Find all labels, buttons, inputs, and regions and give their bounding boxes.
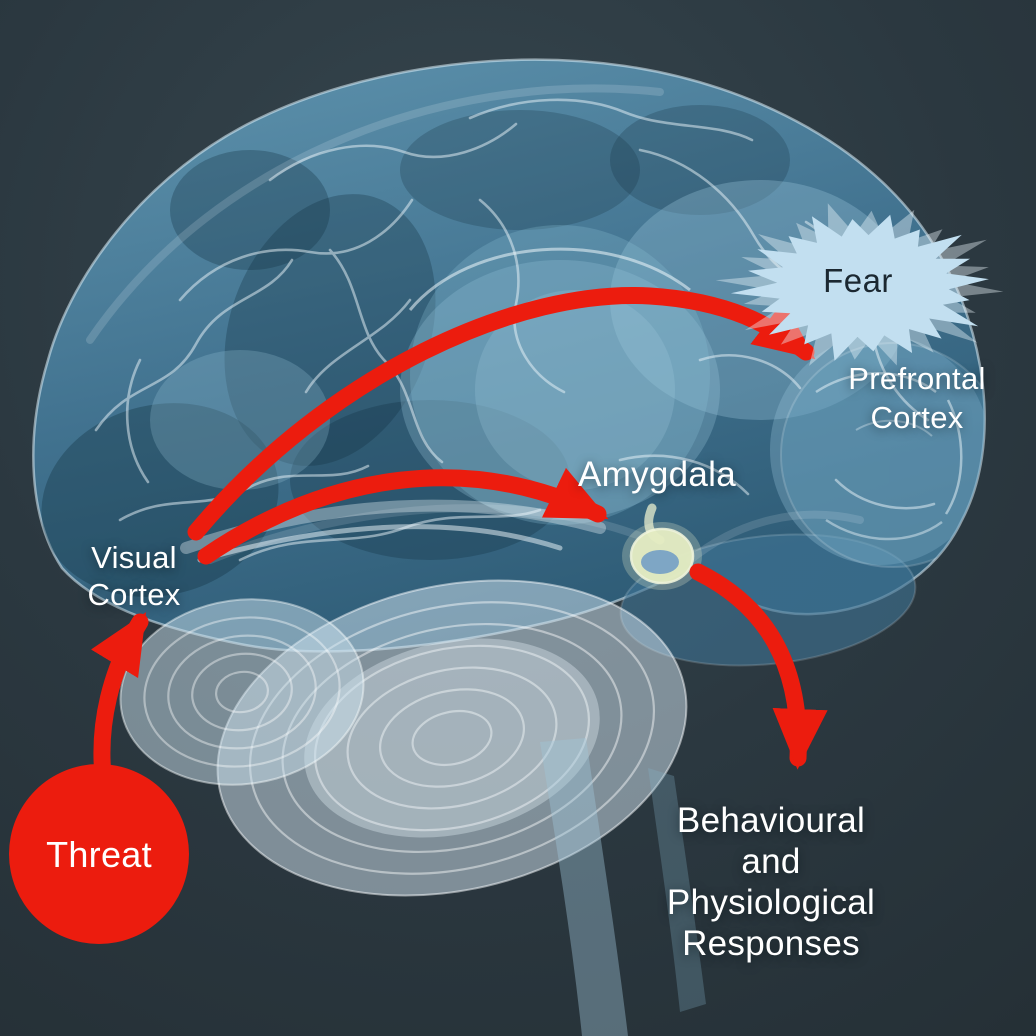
visual-cortex-line1: Visual xyxy=(91,540,177,575)
brainstem xyxy=(540,738,706,1036)
responses-line4: Responses xyxy=(682,924,860,963)
central-structure-rim xyxy=(408,247,691,311)
fear-burst-shape xyxy=(730,214,989,361)
arrow-visual-cortex-to-prefrontal xyxy=(187,286,816,541)
visual-cortex-line2: Cortex xyxy=(87,577,181,612)
fear-label: Fear xyxy=(823,262,893,300)
arrow-visual-cortex-to-amygdala xyxy=(197,467,609,565)
fear-burst xyxy=(715,203,1004,366)
amygdala-label: Amygdala xyxy=(578,455,736,495)
responses-line1: Behavioural xyxy=(676,801,866,840)
amygdala-label-text: Amygdala xyxy=(577,455,737,494)
fear-label-text: Fear xyxy=(823,262,893,299)
prefrontal-line1: Prefrontal xyxy=(848,361,986,396)
brain-shadow-patches xyxy=(41,105,790,597)
prefrontal-line2: Cortex xyxy=(870,400,964,435)
prefrontal-cortex-label: Prefrontal Cortex xyxy=(848,359,985,437)
threat-label: Threat xyxy=(46,834,152,876)
visual-cortex-label: Visual Cortex xyxy=(87,539,180,613)
arrow-amygdala-to-responses xyxy=(689,563,828,770)
central-structure-core xyxy=(475,290,675,490)
cerebellum-left-lobe xyxy=(119,598,365,786)
amygdala-body xyxy=(622,503,702,590)
responses-line2: and xyxy=(741,842,801,881)
soft-sulci xyxy=(86,84,864,564)
threat-node xyxy=(9,764,189,944)
pathway-arrows xyxy=(91,286,828,793)
frontal-lobe xyxy=(780,342,985,568)
responses-label: Behavioural and Physiological Responses xyxy=(667,800,875,964)
threat-label-text: Threat xyxy=(46,834,152,875)
responses-line3: Physiological xyxy=(666,883,876,922)
white-tract-thin xyxy=(197,524,563,563)
cerebellum xyxy=(119,579,688,897)
arrow-threat-to-visual-cortex xyxy=(91,612,149,793)
